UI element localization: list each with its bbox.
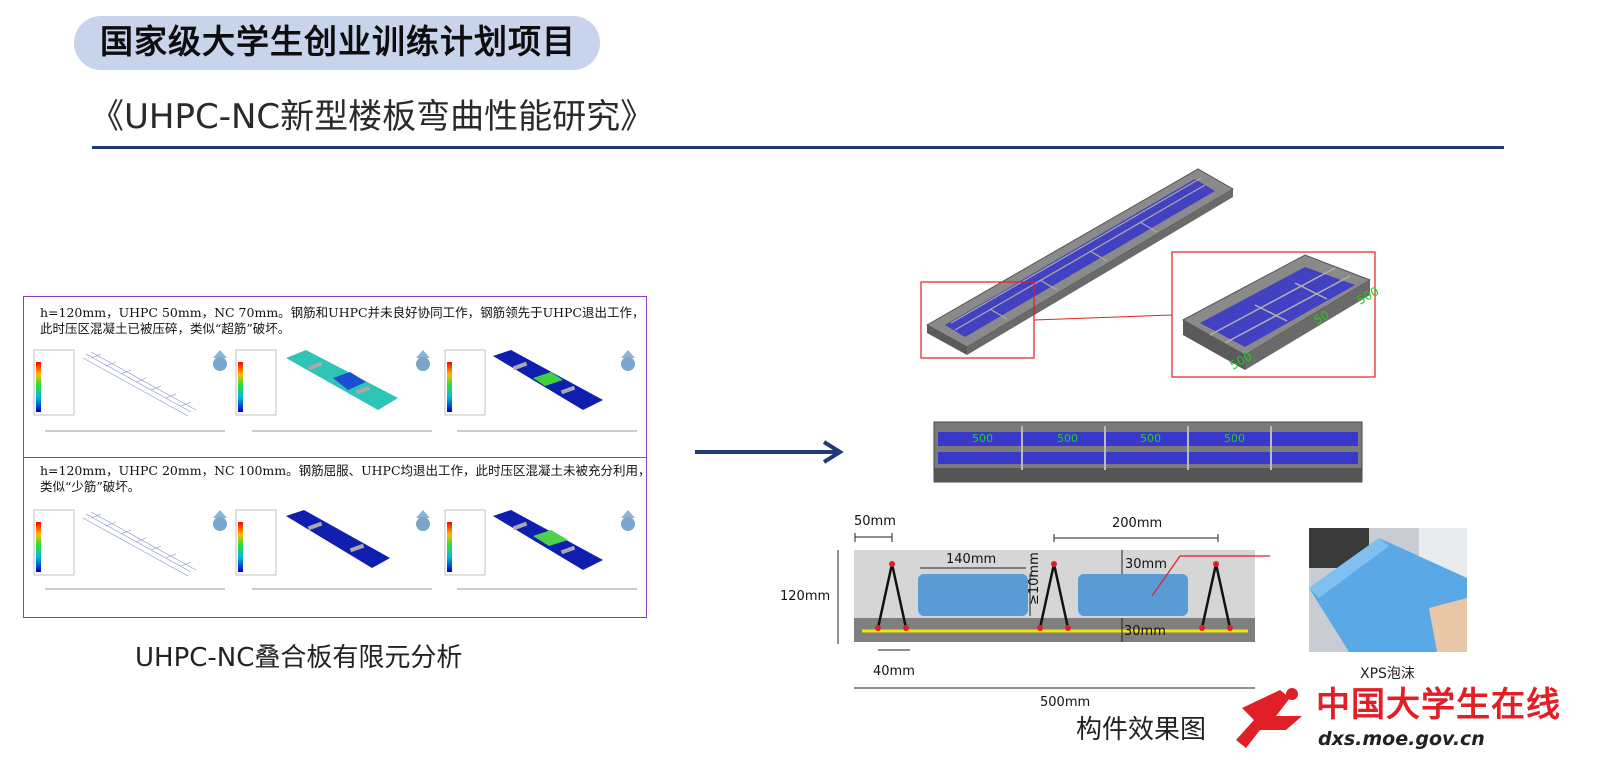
title-divider [92,146,1504,149]
fea-cell [444,349,637,432]
dim-bottom-layer: 30mm [1124,624,1166,639]
model-label: 50 [1312,308,1332,328]
fea-row-1 [33,349,637,432]
model-caption: 构件效果图 [1076,715,1207,745]
dim-rebar-spacing: 40mm [873,664,915,679]
xps-foam-label: XPS泡沫 [1360,666,1415,682]
fea-panel-divider [23,457,647,458]
fea-results-figure [33,349,637,590]
fea-cell [444,509,637,590]
logo-runner-icon [1236,688,1302,748]
fea-cell [33,349,227,432]
dim-top-cover: 30mm [1125,557,1167,572]
case1-text-line2: 此时压区混凝土已被压碎，类似“超筋”破坏。 [40,321,291,336]
logo-name: 中国大学生在线 [1316,685,1561,725]
fea-cell [33,509,227,590]
model-label: 500 [1057,432,1078,445]
slab-3d-model: 500 50 500 [920,168,1381,378]
dim-total-height: 120mm [780,589,831,604]
fea-cell [235,349,432,432]
slab-side-view: 500 500 500 500 [933,421,1363,483]
xps-foam-photo [1309,528,1467,652]
dim-top-spacing: 50mm [854,514,896,529]
dim-foam-spacing: 200mm [1112,516,1163,531]
model-label: 500 [972,432,993,445]
page-title: 《UHPC-NC新型楼板弯曲性能研究》 [90,97,655,137]
cross-section-drawing [837,533,1270,689]
logo-url: dxs.moe.gov.cn [1318,728,1485,750]
header-pill [74,16,600,70]
model-label: 500 [1140,432,1161,445]
fea-row-2 [33,509,637,590]
dim-gap: ≥10mm [1027,552,1042,605]
dim-foam-width: 140mm [946,552,997,567]
case1-text: h=120mm，UHPC 50mm，NC 70mm。钢筋和UHPC并未良好协同工… [40,305,645,320]
project-label: 国家级大学生创业训练计划项目 [100,22,576,61]
fea-cell [235,509,432,590]
case2-text: h=120mm，UHPC 20mm，NC 100mm。钢筋屈服、UHPC均退出工… [40,463,651,478]
model-label: 500 [1224,432,1245,445]
dim-total-width: 500mm [1040,695,1091,710]
case2-text-line2: 类似“少筋”破坏。 [40,479,141,494]
right-arrow-icon [695,440,844,464]
fea-caption: UHPC-NC叠合板有限元分析 [135,643,463,673]
